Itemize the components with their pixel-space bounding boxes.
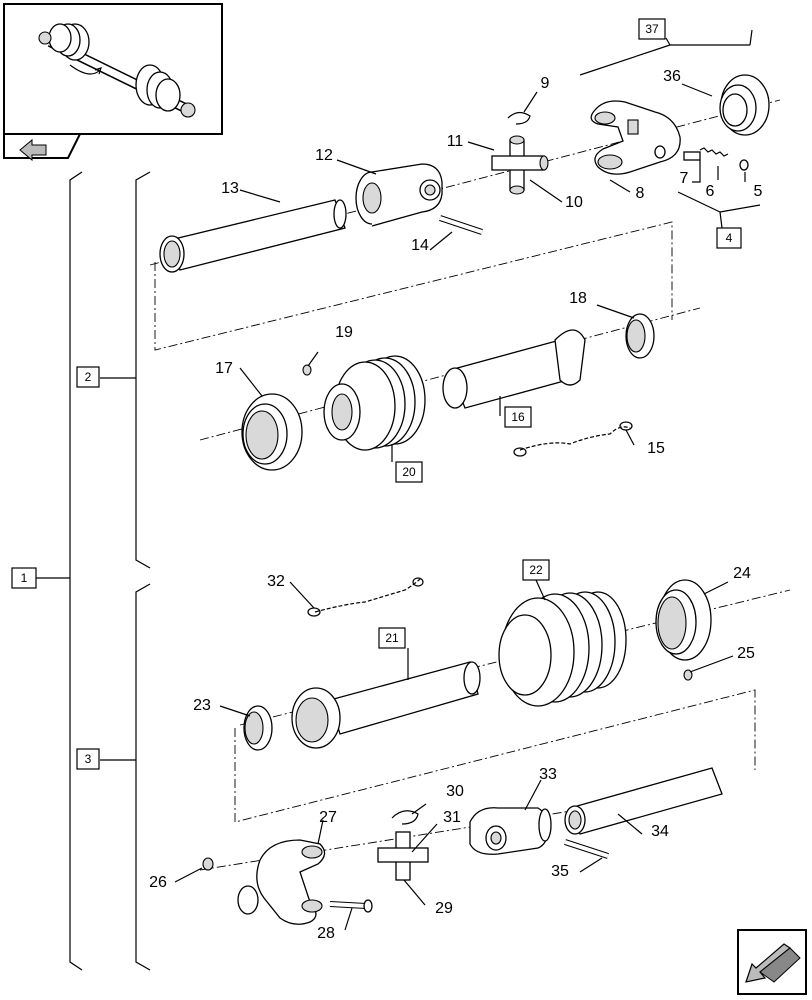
callout-12: 12 bbox=[315, 147, 333, 164]
part-35-pin bbox=[564, 839, 609, 859]
callout-9: 9 bbox=[541, 75, 550, 92]
overview-thumbnail[interactable] bbox=[3, 3, 223, 162]
box-label-2: 2 bbox=[85, 370, 92, 384]
box-label-20: 20 bbox=[402, 465, 416, 479]
callout-34: 34 bbox=[651, 823, 669, 840]
callout-8: 8 bbox=[636, 185, 645, 202]
box-label-21: 21 bbox=[385, 631, 399, 645]
outer-yoke-group bbox=[579, 29, 761, 229]
callout-29: 29 bbox=[435, 900, 453, 917]
callout-18: 18 bbox=[569, 290, 587, 307]
callout-28: 28 bbox=[317, 925, 335, 942]
part-22-guard-boot bbox=[498, 591, 627, 707]
part-14-pin bbox=[439, 215, 483, 235]
part-26-grease-nipple bbox=[202, 857, 214, 871]
callout-33: 33 bbox=[539, 766, 557, 783]
callout-15: 15 bbox=[647, 440, 665, 457]
parts-5-6-7-lock-pin bbox=[683, 147, 749, 171]
part-24-guard-ring bbox=[655, 579, 712, 661]
part-15-safety-chain bbox=[513, 421, 633, 457]
boxed-assembly-labels: 1 2 3 4 16 20 21 22 37 bbox=[11, 18, 742, 770]
leader-lines bbox=[174, 83, 746, 931]
part-17-guard-ring bbox=[241, 393, 303, 471]
callout-27: 27 bbox=[319, 809, 337, 826]
callout-31: 31 bbox=[443, 809, 461, 826]
callout-24: 24 bbox=[733, 565, 751, 582]
callout-25: 25 bbox=[737, 645, 755, 662]
part-33-inner-yoke bbox=[469, 807, 552, 855]
callout-7: 7 bbox=[680, 170, 689, 187]
box-label-16: 16 bbox=[511, 410, 525, 424]
previous-page-arrow-icon[interactable] bbox=[19, 138, 47, 162]
callout-19: 19 bbox=[335, 324, 353, 341]
assembly-brackets bbox=[36, 171, 151, 971]
callout-6: 6 bbox=[706, 183, 715, 200]
part-23-bearing-ring bbox=[243, 705, 273, 751]
part-20-guard-boot bbox=[323, 355, 426, 451]
part-21-guard-tube bbox=[291, 661, 481, 749]
box-label-22: 22 bbox=[529, 563, 543, 577]
callout-26: 26 bbox=[149, 874, 167, 891]
callout-23: 23 bbox=[193, 697, 211, 714]
part-18-bearing-ring bbox=[625, 313, 655, 359]
part-16-guard-tube bbox=[442, 329, 586, 409]
box-label-4: 4 bbox=[726, 231, 733, 245]
part-27-outer-yoke bbox=[237, 839, 326, 925]
part-10-cross-journal bbox=[491, 135, 549, 195]
callout-11: 11 bbox=[447, 133, 464, 150]
box-label-3: 3 bbox=[85, 752, 92, 766]
part-36-boot-collar bbox=[719, 74, 770, 136]
callout-17: 17 bbox=[215, 360, 233, 377]
part-13-profile-tube bbox=[159, 199, 347, 273]
callout-30: 30 bbox=[446, 783, 464, 800]
box-label-1: 1 bbox=[21, 571, 28, 585]
pto-driveshaft-overview-icon bbox=[38, 23, 196, 118]
box-label-37: 37 bbox=[645, 22, 659, 36]
assembly-axis-lines bbox=[149, 99, 791, 871]
next-page-arrow-icon[interactable] bbox=[737, 929, 807, 995]
part-30-circlip bbox=[391, 810, 419, 825]
callout-13: 13 bbox=[221, 180, 239, 197]
callout-35: 35 bbox=[551, 863, 569, 880]
callout-labels: 5 6 7 8 9 10 11 12 13 14 15 17 18 19 23 … bbox=[149, 68, 762, 942]
callout-32: 32 bbox=[267, 573, 285, 590]
part-32-safety-chain bbox=[307, 577, 424, 617]
callout-14: 14 bbox=[411, 237, 429, 254]
part-28-bolt bbox=[329, 899, 373, 913]
part-12-inner-yoke bbox=[355, 163, 443, 227]
callout-5: 5 bbox=[754, 183, 763, 200]
part-31-cross-journal bbox=[377, 831, 429, 881]
part-8-yoke bbox=[590, 100, 681, 175]
part-25-screw bbox=[683, 669, 693, 681]
callout-10: 10 bbox=[565, 194, 583, 211]
part-19-screw bbox=[302, 364, 312, 376]
part-9-circlip bbox=[507, 111, 531, 125]
part-34-profile-tube bbox=[564, 767, 723, 835]
callout-36: 36 bbox=[663, 68, 681, 85]
